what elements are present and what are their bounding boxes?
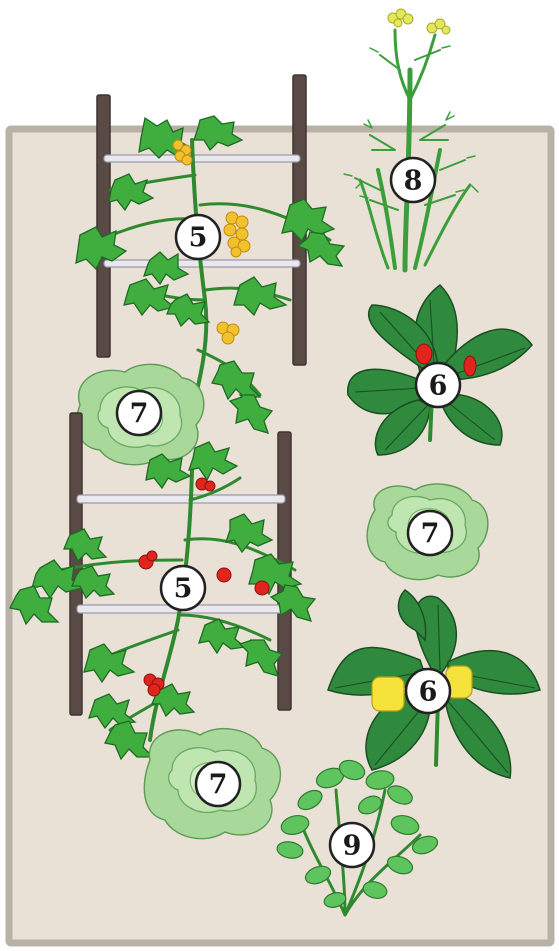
tomato-yellow-label: 5 — [176, 215, 220, 259]
svg-text:8: 8 — [404, 166, 423, 197]
pepper-yellow-label: 6 — [406, 669, 450, 713]
lettuce-bottom-label: 7 — [196, 762, 240, 806]
fennel-label: 8 — [391, 158, 435, 202]
svg-text:5: 5 — [174, 574, 193, 605]
svg-text:9: 9 — [343, 831, 362, 862]
svg-text:7: 7 — [421, 519, 440, 550]
basil-label: 9 — [330, 823, 374, 867]
svg-text:5: 5 — [189, 223, 208, 254]
lettuce-right-label: 7 — [408, 511, 452, 555]
svg-text:7: 7 — [130, 399, 149, 430]
pepper-red-label: 6 — [416, 363, 460, 407]
tomato-red-label: 5 — [161, 566, 205, 610]
lettuce-top-label: 7 — [117, 391, 161, 435]
svg-text:6: 6 — [429, 371, 448, 402]
svg-text:7: 7 — [209, 770, 228, 801]
svg-text:6: 6 — [419, 677, 438, 708]
